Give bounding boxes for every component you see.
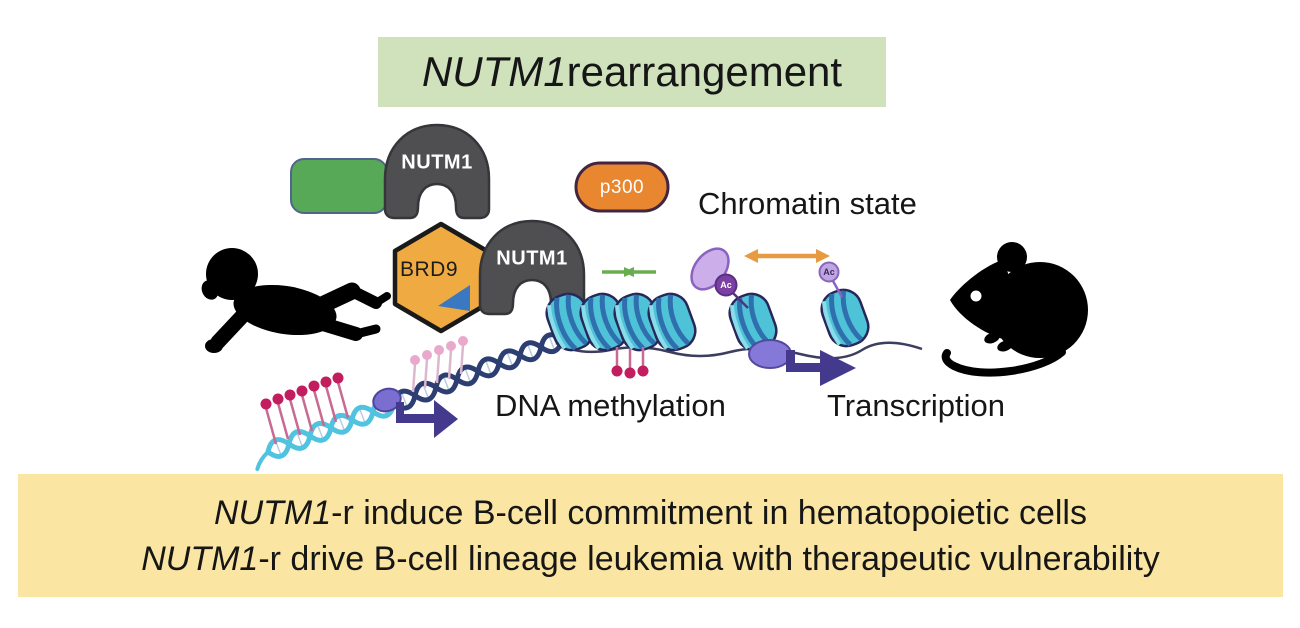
transcription-start-arrow-left — [396, 400, 458, 438]
nutm1-label-brd9: NUTM1 — [496, 247, 568, 270]
summary-banner: NUTM1-r induce B-cell commitment in hema… — [18, 474, 1283, 597]
brd9-label: BRD9 — [399, 258, 459, 281]
acetyl-reader-complex — [690, 247, 749, 309]
transcription-start-arrow-right — [786, 350, 856, 386]
acetyl-label-1: Ac — [720, 280, 732, 290]
nutm1-label-top: NUTM1 — [401, 151, 473, 174]
dna-helix — [255, 332, 565, 471]
summary-line1-rest: -r induce B-cell commitment in hematopoi… — [331, 493, 1087, 532]
brd9-bromodomain-triangle — [438, 285, 470, 311]
mouse-silhouette — [941, 242, 1088, 377]
nucleosome-array — [542, 285, 874, 355]
summary-line-1: NUTM1-r induce B-cell commitment in hema… — [214, 490, 1087, 536]
dna-methylation-label: DNA methylation — [495, 388, 726, 423]
transcription-factor-left — [372, 387, 402, 413]
title-rest: rearrangement — [566, 48, 843, 95]
nucleosome-methylation-marks — [611, 347, 649, 379]
title-gene: NUTM1 — [421, 48, 567, 95]
acetyl-mark-1 — [714, 273, 738, 297]
dna-methylation-marks-dense — [260, 372, 350, 445]
chromatin-state-label: Chromatin state — [698, 186, 917, 221]
p300-label: p300 — [599, 177, 645, 198]
title-banner: NUTM1 rearrangement — [378, 37, 886, 107]
p300-box — [574, 161, 670, 213]
acetyl-label-2: Ac — [823, 267, 835, 277]
summary-line2-gene: NUTM1 — [141, 539, 259, 578]
summary-line1-gene: NUTM1 — [214, 493, 332, 532]
dna-methylation-marks-light — [410, 336, 468, 393]
open-chromatin-arrow — [744, 249, 830, 263]
baby-silhouette — [201, 248, 391, 353]
transcription-label: Transcription — [827, 388, 1006, 423]
summary-line-2: NUTM1-r drive B-cell lineage leukemia wi… — [141, 536, 1160, 582]
transcription-factor-right — [748, 339, 792, 369]
acetyl-mark-2 — [818, 261, 840, 283]
summary-line2-rest: -r drive B-cell lineage leukemia with th… — [258, 539, 1160, 578]
fusion-partner-box — [290, 158, 388, 214]
compaction-arrows — [602, 267, 656, 277]
acetyl-mark-2-group — [818, 261, 844, 298]
